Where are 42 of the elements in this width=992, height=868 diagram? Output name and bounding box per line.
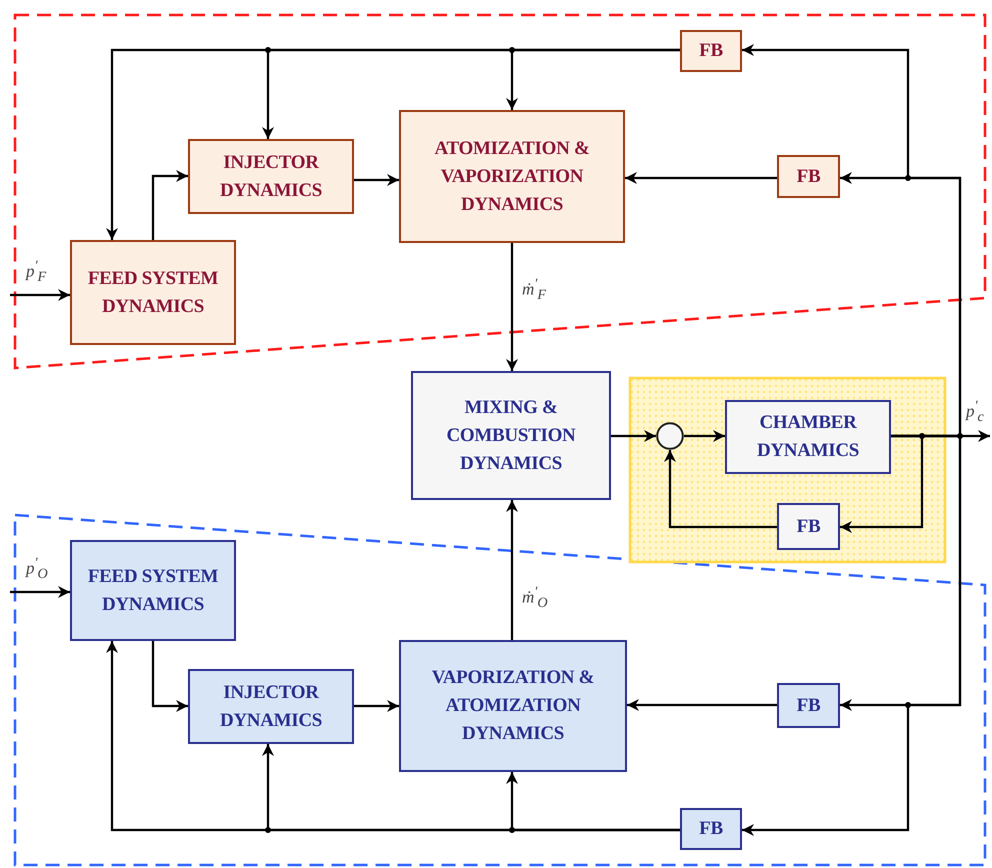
arrow	[354, 174, 399, 186]
arrow	[664, 450, 777, 528]
arrow	[625, 172, 777, 184]
arrow	[152, 170, 188, 240]
input-arrow	[10, 289, 70, 301]
arrow	[106, 641, 680, 832]
feedback-block	[777, 683, 840, 728]
arrow	[354, 700, 399, 712]
block-label: VAPORIZATION & ATOMIZATION DYNAMICS	[430, 666, 596, 746]
feedback-block	[680, 30, 742, 72]
arrow	[506, 500, 518, 640]
arrow	[611, 430, 656, 442]
injector-block	[188, 669, 354, 744]
feedback-block	[680, 808, 742, 850]
block-label: INJECTOR DYNAMICS	[218, 680, 324, 732]
arrow	[684, 430, 725, 442]
arrow	[742, 434, 962, 836]
block-label: FEED SYSTEM DYNAMICS	[86, 266, 220, 318]
block-label: FB	[699, 39, 723, 63]
arrow	[152, 641, 188, 712]
input-arrow	[10, 586, 70, 598]
block-label: FB	[699, 817, 723, 841]
feed-system-block	[70, 540, 236, 641]
arrow	[106, 48, 680, 240]
block-label: MIXING & COMBUSTION DYNAMICS	[446, 396, 576, 476]
block-label: FB	[796, 694, 820, 718]
block-label: INJECTOR DYNAMICS	[218, 150, 324, 202]
block-label: FB	[796, 164, 820, 188]
feedback-block	[777, 155, 840, 198]
feedback-block	[777, 503, 840, 550]
block-label: ATOMIZATION & VAPORIZATION DYNAMICS	[434, 136, 590, 216]
block-label: CHAMBER DYNAMICS	[756, 411, 860, 463]
feed-system-block	[70, 240, 236, 345]
chamber-block	[725, 400, 891, 474]
vaporization-block	[399, 640, 627, 772]
atomization-block	[399, 110, 625, 243]
mixing-combustion-block	[411, 371, 611, 500]
block-label: FEED SYSTEM DYNAMICS	[86, 564, 220, 616]
arrow	[506, 243, 518, 371]
injector-block	[188, 139, 354, 214]
arrow	[627, 699, 777, 711]
block-label: FB	[796, 514, 820, 538]
